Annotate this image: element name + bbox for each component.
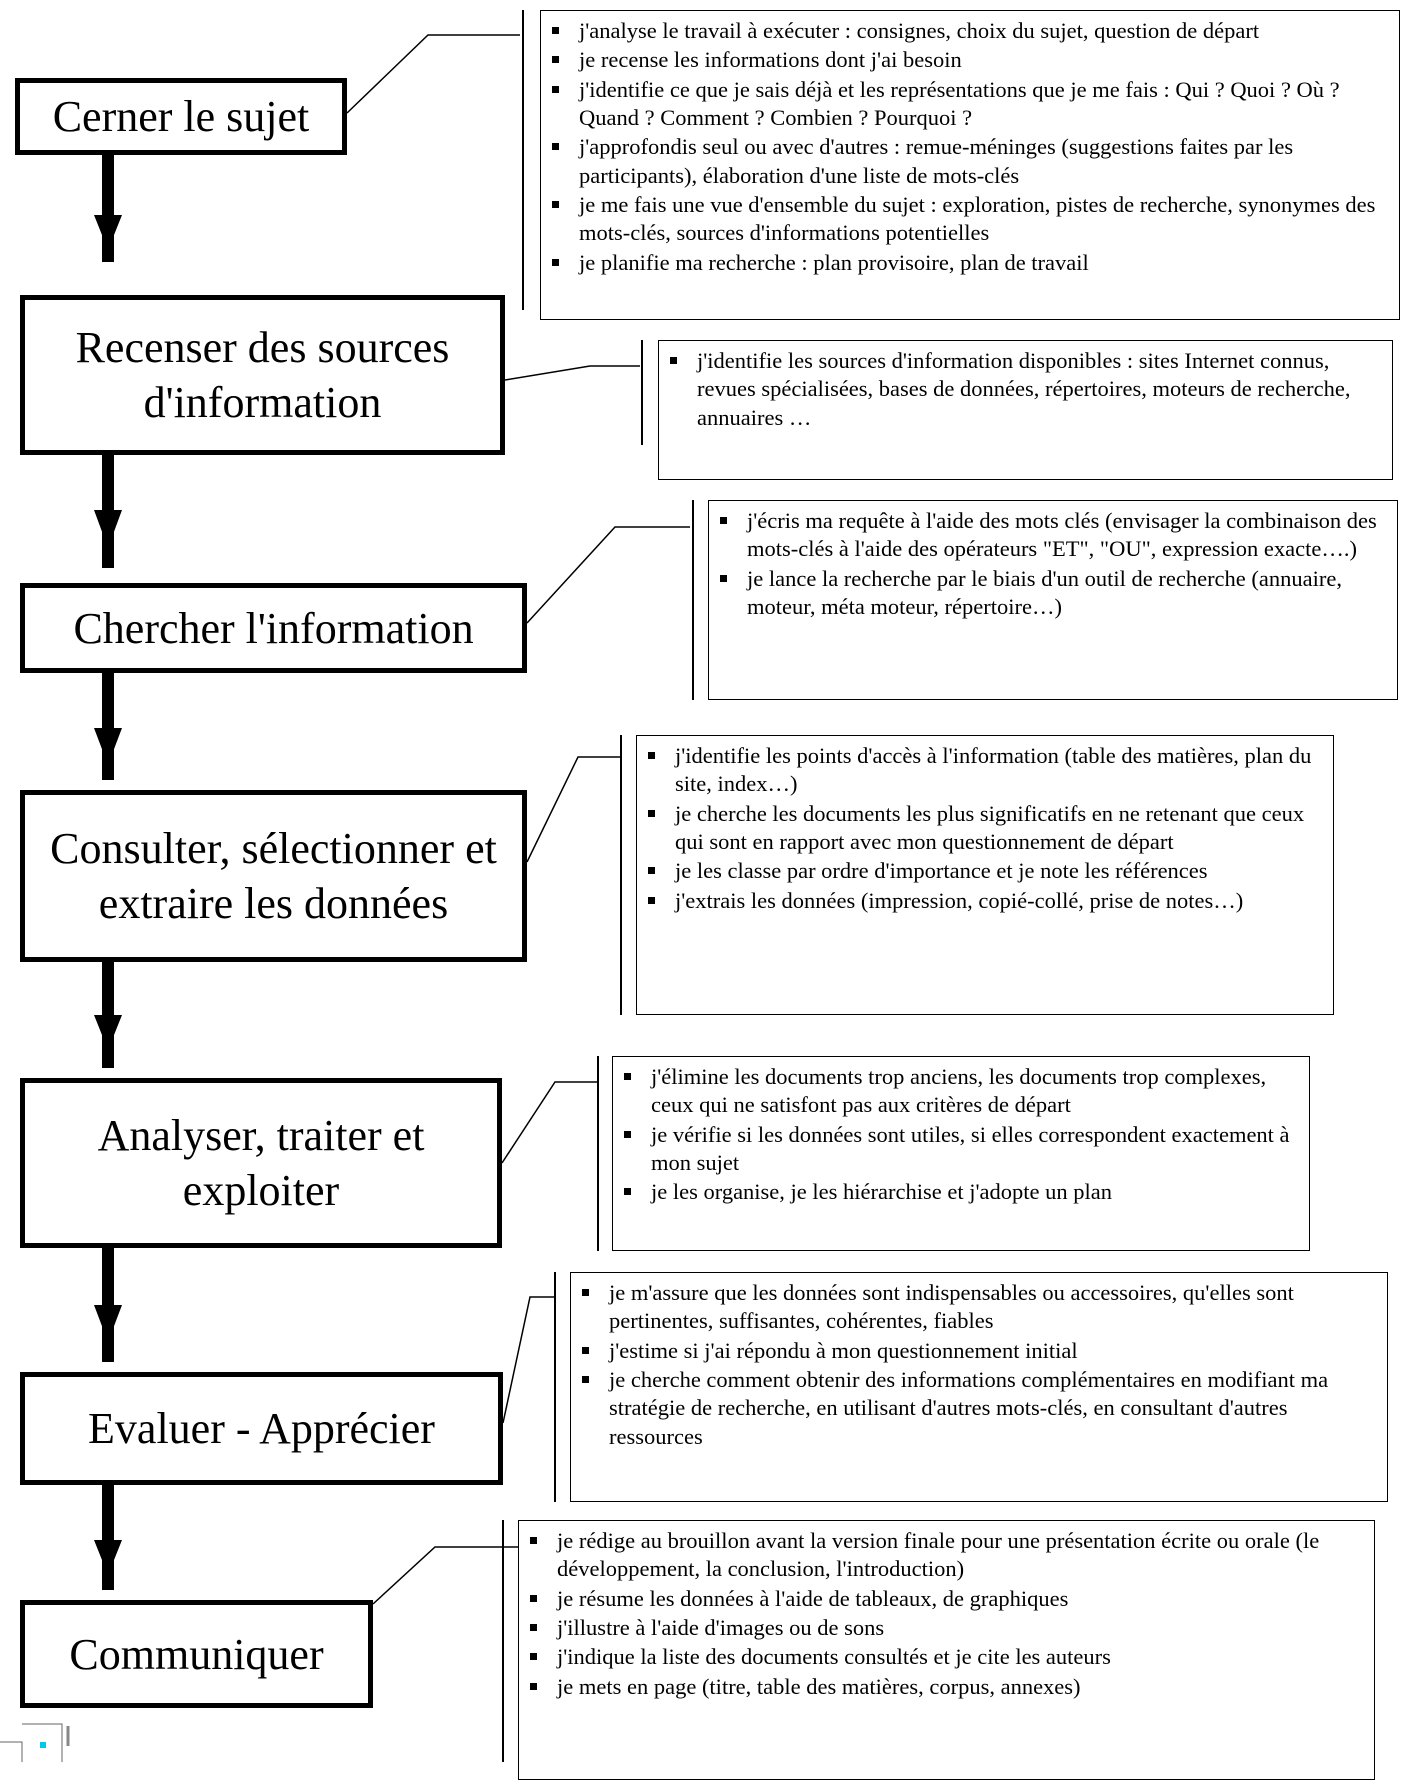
note-item: je lance la recherche par le biais d'un … [720,565,1389,622]
note-divider [692,500,694,700]
note-divider [502,1520,504,1762]
corner-thumbnail-icon [0,1723,70,1762]
step-box-evaluer-apprecier: Evaluer - Apprécier [20,1372,503,1485]
note-box-cerner-le-sujet: j'analyse le travail à exécuter : consig… [540,10,1400,320]
step-title: Evaluer - Apprécier [88,1404,435,1453]
note-item: je résume les données à l'aide de tablea… [530,1585,1366,1613]
note-item: j'approfondis seul ou avec d'autres : re… [552,133,1391,190]
note-divider [597,1056,599,1251]
step-box-chercher-information: Chercher l'information [20,583,527,673]
note-box-communiquer: je rédige au brouillon avant la version … [518,1520,1375,1780]
step-box-consulter-selectionner: Consulter, sélectionner et extraire les … [20,790,527,962]
note-item: j'identifie les points d'accès à l'infor… [648,742,1325,799]
step-title: Consulter, sélectionner et extraire les … [50,824,497,928]
note-item: je rédige au brouillon avant la version … [530,1527,1366,1584]
note-box-evaluer-apprecier: je m'assure que les données sont indispe… [570,1272,1388,1502]
step-title: Communiquer [69,1629,324,1679]
note-item: je vérifie si les données sont utiles, s… [624,1121,1301,1178]
note-divider [522,10,524,310]
note-item: je les organise, je les hiérarchise et j… [624,1178,1301,1206]
note-item: j'analyse le travail à exécuter : consig… [552,17,1391,45]
step-box-communiquer: Communiquer [20,1600,373,1708]
arrow-head-1 [94,215,122,250]
step-title: Analyser, traiter et exploiter [97,1111,425,1215]
note-box-analyser-traiter: j'élimine les documents trop anciens, le… [612,1056,1310,1251]
note-item: je les classe par ordre d'importance et … [648,857,1325,885]
note-divider [620,735,622,1015]
step-title: Chercher l'information [73,603,474,653]
note-item: j'élimine les documents trop anciens, le… [624,1063,1301,1120]
note-item: j'écris ma requête à l'aide des mots clé… [720,507,1389,564]
note-item: je planifie ma recherche : plan provisoi… [552,249,1391,277]
step-title: Recenser des sources d'information [75,323,450,427]
step-box-cerner-le-sujet: Cerner le sujet [15,78,347,155]
step-title: Cerner le sujet [52,92,310,141]
note-item: je recense les informations dont j'ai be… [552,46,1391,74]
note-item: j'extrais les données (impression, copié… [648,887,1325,915]
note-item: j'estime si j'ai répondu à mon questionn… [582,1337,1379,1365]
note-item: je m'assure que les données sont indispe… [582,1279,1379,1336]
note-item: je cherche comment obtenir des informati… [582,1366,1379,1451]
note-item: j'indique la liste des documents consult… [530,1643,1366,1671]
note-box-chercher-information: j'écris ma requête à l'aide des mots clé… [708,500,1398,700]
arrow-head-4 [94,1015,122,1050]
arrow-head-6 [94,1540,122,1575]
note-item: j'identifie les sources d'information di… [670,347,1384,432]
step-box-recenser-des-sources: Recenser des sources d'information [20,295,505,455]
arrow-head-2 [94,510,122,548]
note-item: je me fais une vue d'ensemble du sujet :… [552,191,1391,248]
note-box-recenser-des-sources: j'identifie les sources d'information di… [658,340,1393,480]
note-divider [641,340,643,445]
step-box-analyser-traiter: Analyser, traiter et exploiter [20,1078,502,1248]
note-item: je cherche les documents les plus signif… [648,800,1325,857]
note-item: je mets en page (titre, table des matièr… [530,1673,1366,1701]
note-box-consulter-selectionner: j'identifie les points d'accès à l'infor… [636,735,1334,1015]
note-divider [554,1272,556,1502]
note-item: j'illustre à l'aide d'images ou de sons [530,1614,1366,1642]
arrow-head-5 [94,1305,122,1342]
note-item: j'identifie ce que je sais déjà et les r… [552,76,1391,133]
arrow-head-3 [94,728,122,765]
